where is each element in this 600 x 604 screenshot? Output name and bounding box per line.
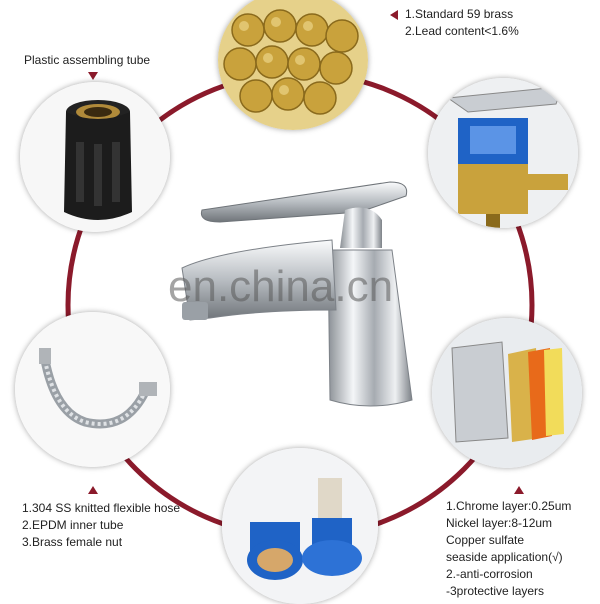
brass-arrow xyxy=(390,10,398,20)
plating-line-6: -3protective layers xyxy=(446,584,545,598)
hose-image xyxy=(15,312,170,467)
tube-bubble xyxy=(20,82,170,232)
watermark-text: en.china.cn xyxy=(168,262,394,311)
brass-line-1: 1.Standard 59 brass xyxy=(405,7,514,21)
plating-line-3: Copper sulfate xyxy=(446,533,525,547)
hose-caption: 1.304 SS knitted flexible hose 2.EPDM in… xyxy=(22,500,180,551)
plating-arrow xyxy=(514,486,524,494)
hose-bubble xyxy=(15,312,170,467)
plastic-tube-image xyxy=(20,82,170,232)
plating-caption: 1.Chrome layer:0.25um Nickel layer:8-12u… xyxy=(446,498,571,600)
tube-caption: Plastic assembling tube xyxy=(24,52,150,69)
brass-line-2: 2.Lead content<1.6% xyxy=(405,24,519,38)
faucet-image xyxy=(181,181,413,407)
brass-rods-bubble xyxy=(218,0,368,130)
tube-arrow xyxy=(88,72,98,80)
brass-caption: 1.Standard 59 brass 2.Lead content<1.6% xyxy=(405,6,519,40)
cutaway-bubble xyxy=(428,78,578,228)
plating-line-2: Nickel layer:8-12um xyxy=(446,516,553,530)
hose-arrow xyxy=(88,486,98,494)
cutaway-image xyxy=(428,78,578,228)
tube-label: Plastic assembling tube xyxy=(24,53,151,67)
cartridge-image xyxy=(222,448,378,604)
plating-line-5: 2.-anti-corrosion xyxy=(446,567,533,581)
hose-line-1: 1.304 SS knitted flexible hose xyxy=(22,501,181,515)
hose-line-2: 2.EPDM inner tube xyxy=(22,518,124,532)
plating-layers-image xyxy=(432,318,582,468)
cartridge-bubble xyxy=(222,448,378,604)
brass-rods-image xyxy=(218,0,368,130)
plating-line-4: seaside application(√) xyxy=(446,550,563,564)
plating-line-1: 1.Chrome layer:0.25um xyxy=(446,499,572,513)
plating-bubble xyxy=(432,318,582,468)
hose-line-3: 3.Brass female nut xyxy=(22,535,123,549)
